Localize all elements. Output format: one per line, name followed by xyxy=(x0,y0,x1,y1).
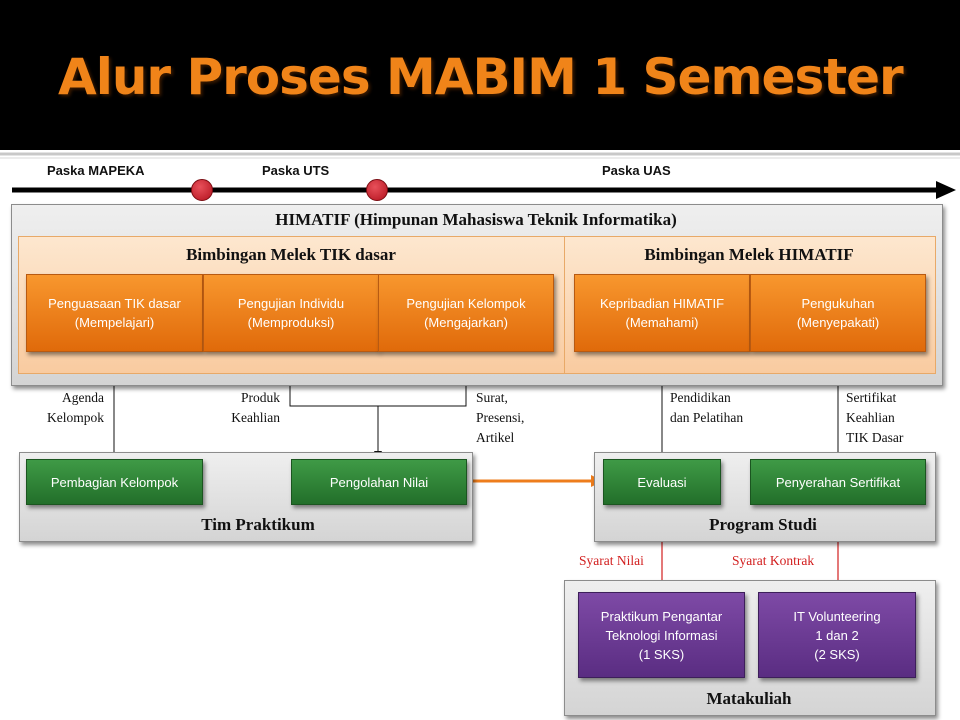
slide-title: Alur Proses MABIM 1 Semester xyxy=(58,48,904,106)
syarat-kontrak-label: Syarat Kontrak xyxy=(732,553,815,568)
phase-label-uts: Paska UTS xyxy=(262,163,330,178)
evaluasi-box: Evaluasi xyxy=(603,459,721,505)
box-line: Praktikum Pengantar xyxy=(600,608,723,624)
kepribadian-himatif-box: Kepribadian HIMATIF (Memahami) xyxy=(574,274,750,352)
label-line: Sertifikat xyxy=(846,390,897,405)
box-line: 1 dan 2 xyxy=(815,627,859,643)
tim-praktikum-title: Tim Praktikum xyxy=(201,515,315,534)
pembagian-kelompok-box: Pembagian Kelompok xyxy=(26,459,203,505)
separator-lines xyxy=(0,152,960,159)
label-line: TIK Dasar xyxy=(846,430,904,445)
box-line: Pengujian Individu xyxy=(237,296,345,311)
pengujian-kelompok-box: Pengujian Kelompok (Mengajarkan) xyxy=(378,274,554,352)
himatif-title: HIMATIF (Himpunan Mahasiswa Teknik Infor… xyxy=(275,210,677,229)
agenda-kelompok-label: Agenda Kelompok xyxy=(36,388,104,428)
box-line: Pengujian Kelompok xyxy=(406,296,526,311)
label-line: dan Pelatihan xyxy=(670,410,744,425)
label-line: Artikel xyxy=(476,430,515,445)
label-line: Keahlian xyxy=(231,410,280,425)
box-line: Kepribadian HIMATIF xyxy=(599,296,725,311)
sertifikat-label: Sertifikat Keahlian TIK Dasar xyxy=(846,388,903,448)
penyerahan-sertifikat-box: Penyerahan Sertifikat xyxy=(750,459,926,505)
box-line: IT Volunteering xyxy=(793,608,881,624)
box-line: (2 SKS) xyxy=(814,646,860,662)
label-line: Presensi, xyxy=(476,410,525,425)
box-line: (Menyepakati) xyxy=(796,315,880,330)
box-line: (Memahami) xyxy=(625,315,699,330)
phase-label-mapeka: Paska MAPEKA xyxy=(47,163,145,178)
title-bar xyxy=(0,0,960,150)
matakuliah-title: Matakuliah xyxy=(706,689,792,708)
pengujian-individu-box: Pengujian Individu (Memproduksi) xyxy=(203,274,379,352)
label-line: Pendidikan xyxy=(670,390,731,405)
label-line: Surat, xyxy=(476,390,508,405)
box-line: Pengukuhan xyxy=(801,296,875,311)
phase-label-uas: Paska UAS xyxy=(602,163,671,178)
himatif-group-title: Bimbingan Melek HIMATIF xyxy=(644,245,854,264)
box-line: (Mempelajari) xyxy=(74,315,155,330)
label-line: Produk xyxy=(240,390,280,405)
milestone-uts-dot xyxy=(191,179,213,201)
box-line: (1 SKS) xyxy=(638,646,685,662)
label-line: Kelompok xyxy=(47,410,104,425)
milestone-uas-dot xyxy=(366,179,388,201)
it-volunteering-box: IT Volunteering 1 dan 2 (2 SKS) xyxy=(758,592,916,678)
pengukuhan-box: Pengukuhan (Menyepakati) xyxy=(750,274,926,352)
timeline-arrow xyxy=(12,181,956,199)
tik-group-title: Bimbingan Melek TIK dasar xyxy=(186,245,396,264)
box-line: Penguasaan TIK dasar xyxy=(48,296,181,311)
label-line: Agenda xyxy=(62,390,104,405)
program-studi-title: Program Studi xyxy=(709,515,817,534)
surat-presensi-label: Surat, Presensi, Artikel xyxy=(476,388,524,448)
penguasaan-tik-box: Penguasaan TIK dasar (Mempelajari) xyxy=(26,274,203,352)
pengolahan-nilai-box: Pengolahan Nilai xyxy=(291,459,467,505)
label-line: Keahlian xyxy=(846,410,895,425)
praktikum-pti-box: Praktikum Pengantar Teknologi Informasi … xyxy=(578,592,745,678)
syarat-nilai-label: Syarat Nilai xyxy=(579,553,644,568)
produk-keahlian-label: Produk Keahlian xyxy=(210,388,280,428)
box-line: (Mengajarkan) xyxy=(424,315,508,330)
pendidikan-label: Pendidikan dan Pelatihan xyxy=(670,388,743,428)
box-line: Teknologi Informasi xyxy=(605,627,718,643)
box-line: (Memproduksi) xyxy=(247,315,335,330)
